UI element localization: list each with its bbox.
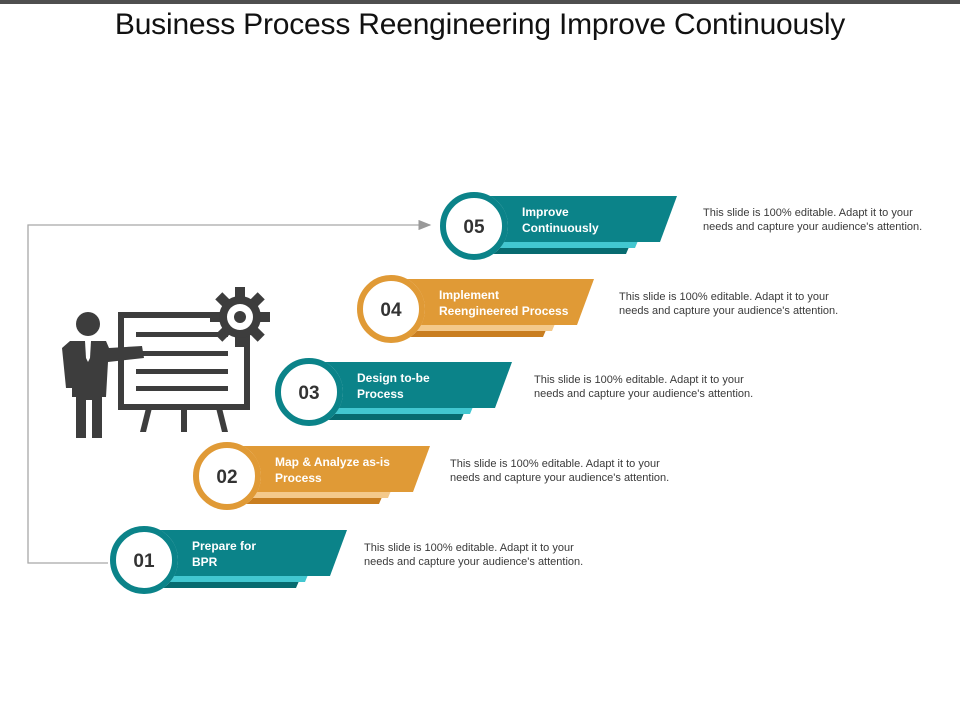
step-number: 02 — [216, 467, 237, 488]
step-circle — [110, 526, 178, 594]
step-banner — [227, 446, 430, 492]
step-label-line1: Map & Analyze as-is — [275, 455, 390, 469]
step-banner — [144, 530, 347, 576]
step-number: 05 — [463, 217, 485, 238]
gear-icon — [210, 287, 270, 347]
step-number: 04 — [380, 300, 402, 321]
step-number: 01 — [133, 551, 155, 572]
step-label-line1: Design to-be — [357, 371, 430, 385]
step-label-line2: Reengineered Process — [439, 304, 569, 318]
step-label-line1: Prepare for — [192, 539, 256, 553]
step-label-line2: Continuously — [522, 221, 599, 235]
step-label-line2: Process — [275, 471, 322, 485]
presenter-board-icon — [62, 312, 250, 438]
feedback-arrow-icon — [27, 219, 432, 564]
step-banner — [474, 196, 677, 242]
step-number: 03 — [298, 383, 319, 404]
step-label-line2: BPR — [192, 555, 218, 569]
step-circle — [193, 442, 261, 510]
step-label-line1: Implement — [439, 288, 499, 302]
step-description: This slide is 100% editable. Adapt it to… — [450, 458, 670, 484]
top-border — [0, 0, 960, 4]
step-circle — [440, 192, 508, 260]
step-description: This slide is 100% editable. Adapt it to… — [703, 207, 923, 233]
step-banner — [309, 362, 512, 408]
step-label-line2: Process — [357, 387, 404, 401]
step-circle — [357, 275, 425, 343]
step-circle — [275, 358, 343, 426]
step-description: This slide is 100% editable. Adapt it to… — [619, 291, 839, 317]
step-label-line1: Improve — [522, 205, 569, 219]
step-description: This slide is 100% editable. Adapt it to… — [364, 542, 584, 568]
step-description: This slide is 100% editable. Adapt it to… — [534, 374, 754, 400]
step-banner — [391, 279, 594, 325]
slide-title: Business Process Reengineering Improve C… — [114, 8, 846, 41]
